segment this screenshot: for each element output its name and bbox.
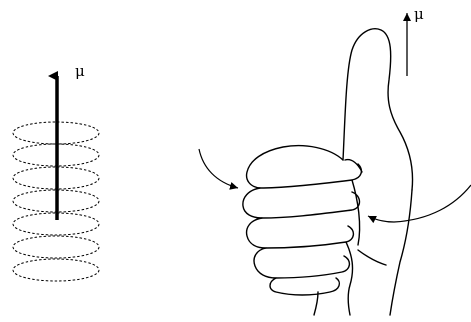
finger-middle	[242, 187, 361, 219]
curl-arrow-left	[198, 148, 239, 190]
palm-crease	[357, 249, 387, 266]
coil-turn	[12, 212, 100, 236]
palm-edge	[345, 241, 354, 316]
solenoid-coil-icon	[12, 121, 100, 282]
hand-moment-label: μ	[414, 5, 424, 23]
finger-tip-bottom	[269, 277, 341, 296]
right-hand-thumb-up-icon	[242, 28, 414, 316]
wrist-line	[313, 291, 319, 316]
coil-turn	[12, 258, 100, 282]
curl-arrow-right	[367, 184, 471, 224]
finger-index	[245, 144, 363, 189]
coil-turn	[12, 235, 100, 259]
hand-back-outline	[389, 189, 413, 316]
coil-moment-label: μ	[75, 62, 85, 80]
thumb-outline	[342, 28, 414, 191]
finger-little	[253, 247, 351, 279]
knuckle-line	[351, 179, 361, 246]
finger-ring	[245, 217, 355, 249]
